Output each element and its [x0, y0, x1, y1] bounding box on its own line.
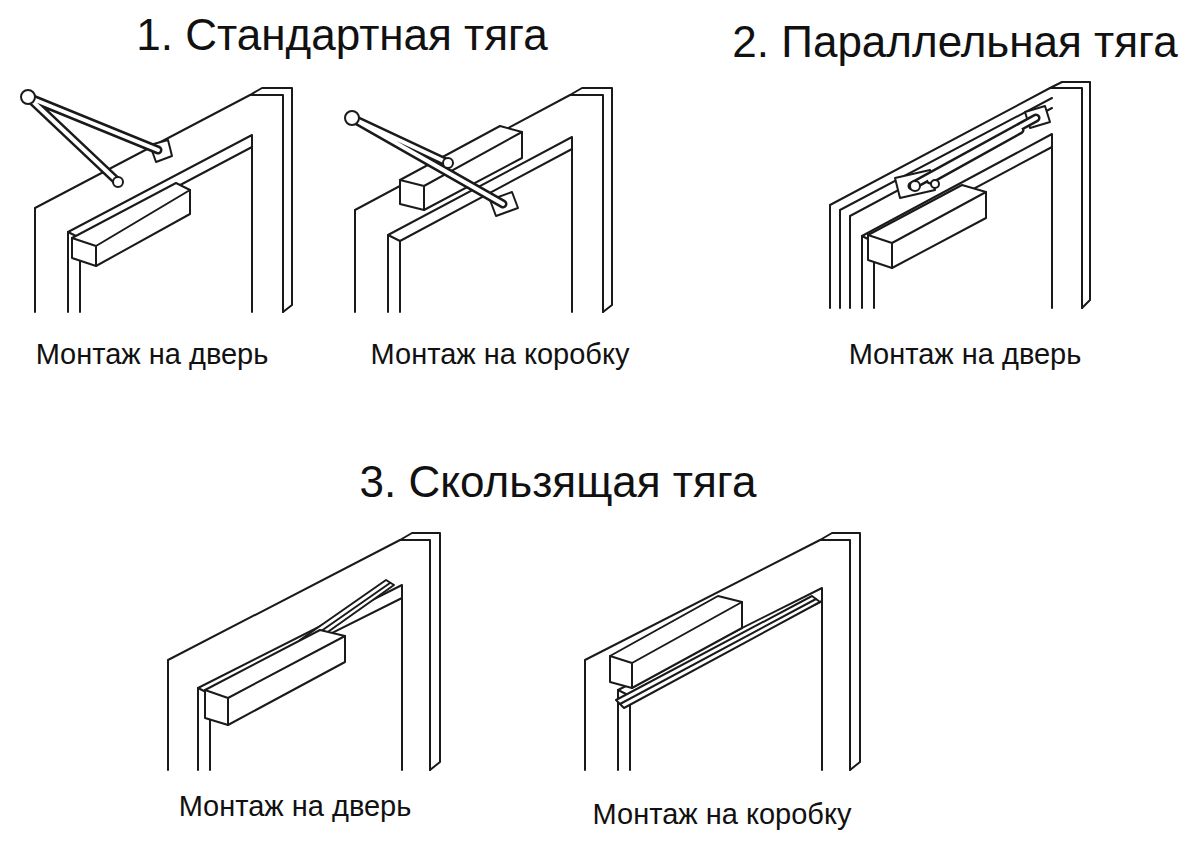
standard-door-mount: [21, 88, 292, 312]
parallel-door-mount: [830, 82, 1090, 308]
mount-caption: Монтаж на дверь: [36, 338, 269, 371]
mount-caption: Монтаж на дверь: [179, 790, 412, 823]
section-heading: 1. Стандартная тяга: [136, 10, 547, 61]
standard-frame-mount: [345, 88, 612, 312]
section-heading: 3. Скользящая тяга: [360, 457, 757, 508]
mount-caption: Монтаж на коробку: [371, 338, 630, 371]
mount-caption: Монтаж на дверь: [849, 338, 1082, 371]
slide-frame-mount: [585, 533, 860, 770]
slide-door-mount: [168, 533, 440, 770]
section-heading: 2. Параллельная тяга: [732, 17, 1177, 68]
mount-caption: Монтаж на коробку: [593, 798, 852, 831]
